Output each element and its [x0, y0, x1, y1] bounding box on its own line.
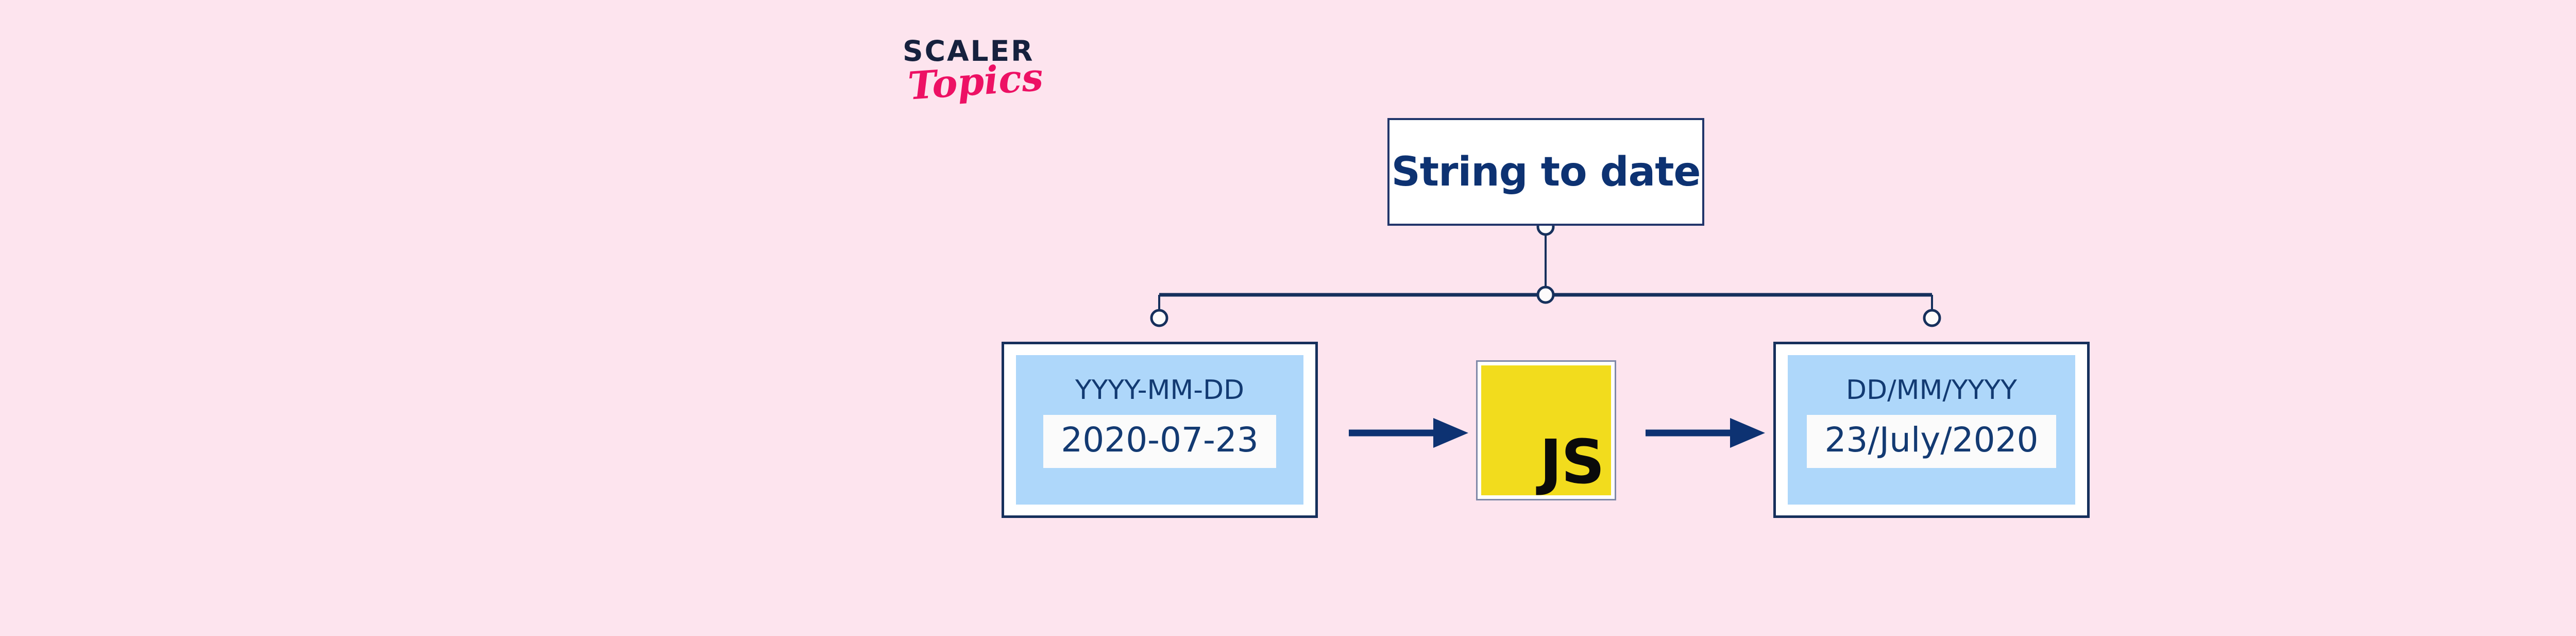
output-format-label: DD/MM/YYYY [1846, 375, 2017, 406]
javascript-logo-box: JS [1476, 360, 1616, 500]
brand-scaler-text: SCALER [903, 35, 1035, 68]
brand-topics-text: Topics [906, 55, 1045, 109]
output-value-text: 23/July/2020 [1824, 420, 2039, 460]
input-value-text: 2020-07-23 [1061, 420, 1259, 460]
page-title: String to date [1391, 148, 1701, 195]
javascript-logo-inner: JS [1481, 365, 1611, 495]
input-format-box: YYYY-MM-DD 2020-07-23 [1002, 342, 1318, 518]
output-panel: DD/MM/YYYY 23/July/2020 [1788, 355, 2075, 505]
arrow-input-to-js-icon [1349, 418, 1468, 448]
diagram-title-box: String to date [1387, 118, 1704, 226]
input-value-field: 2020-07-23 [1043, 415, 1276, 468]
javascript-logo-text: JS [1539, 426, 1605, 497]
input-panel: YYYY-MM-DD 2020-07-23 [1016, 355, 1303, 505]
scaler-topics-logo: SCALER Topics [903, 37, 1057, 135]
output-value-field: 23/July/2020 [1807, 415, 2056, 468]
output-format-box: DD/MM/YYYY 23/July/2020 [1773, 342, 2090, 518]
input-format-label: YYYY-MM-DD [1075, 375, 1245, 406]
arrow-js-to-output-icon [1646, 418, 1765, 448]
